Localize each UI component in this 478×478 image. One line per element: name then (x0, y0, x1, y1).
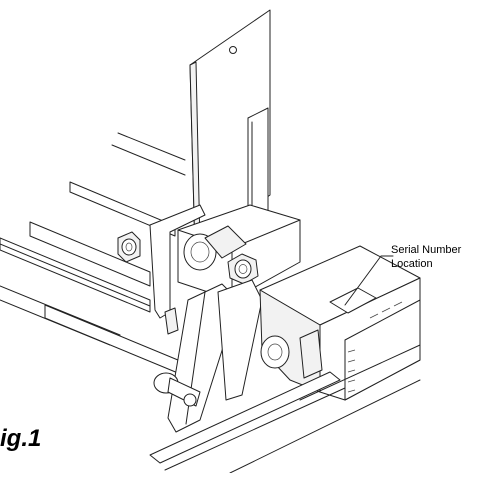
vent-slots (347, 301, 403, 393)
box-knob (260, 329, 323, 379)
plate-hole (229, 46, 237, 54)
handle-knob (153, 372, 201, 407)
figure-label: ig.1 (0, 425, 41, 452)
housing-knob (227, 253, 259, 285)
lower-bracket (149, 204, 206, 335)
pivot-housing (177, 204, 301, 301)
lower-rails (149, 344, 421, 474)
callout-line-1: Serial Number (391, 244, 462, 256)
control-box (259, 245, 421, 401)
serial-number-plate (329, 287, 377, 314)
frame-rails (0, 132, 191, 379)
swing-arm (167, 279, 263, 433)
callout-line-2: Location (391, 258, 433, 270)
left-adjust-knob (117, 231, 141, 263)
callout-leader (344, 255, 394, 306)
